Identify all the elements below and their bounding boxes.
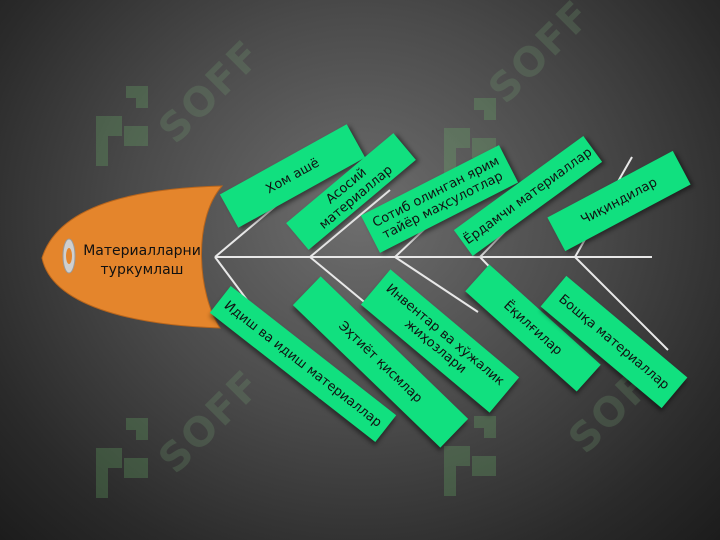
fish-eye-icon	[62, 238, 76, 274]
fish-head	[41, 185, 224, 329]
watermark-logo-icon	[96, 86, 148, 166]
watermark-logo-icon	[96, 418, 148, 498]
head-label: Материалларни туркумлаш	[83, 243, 201, 278]
watermark-logo-icon	[444, 416, 496, 496]
